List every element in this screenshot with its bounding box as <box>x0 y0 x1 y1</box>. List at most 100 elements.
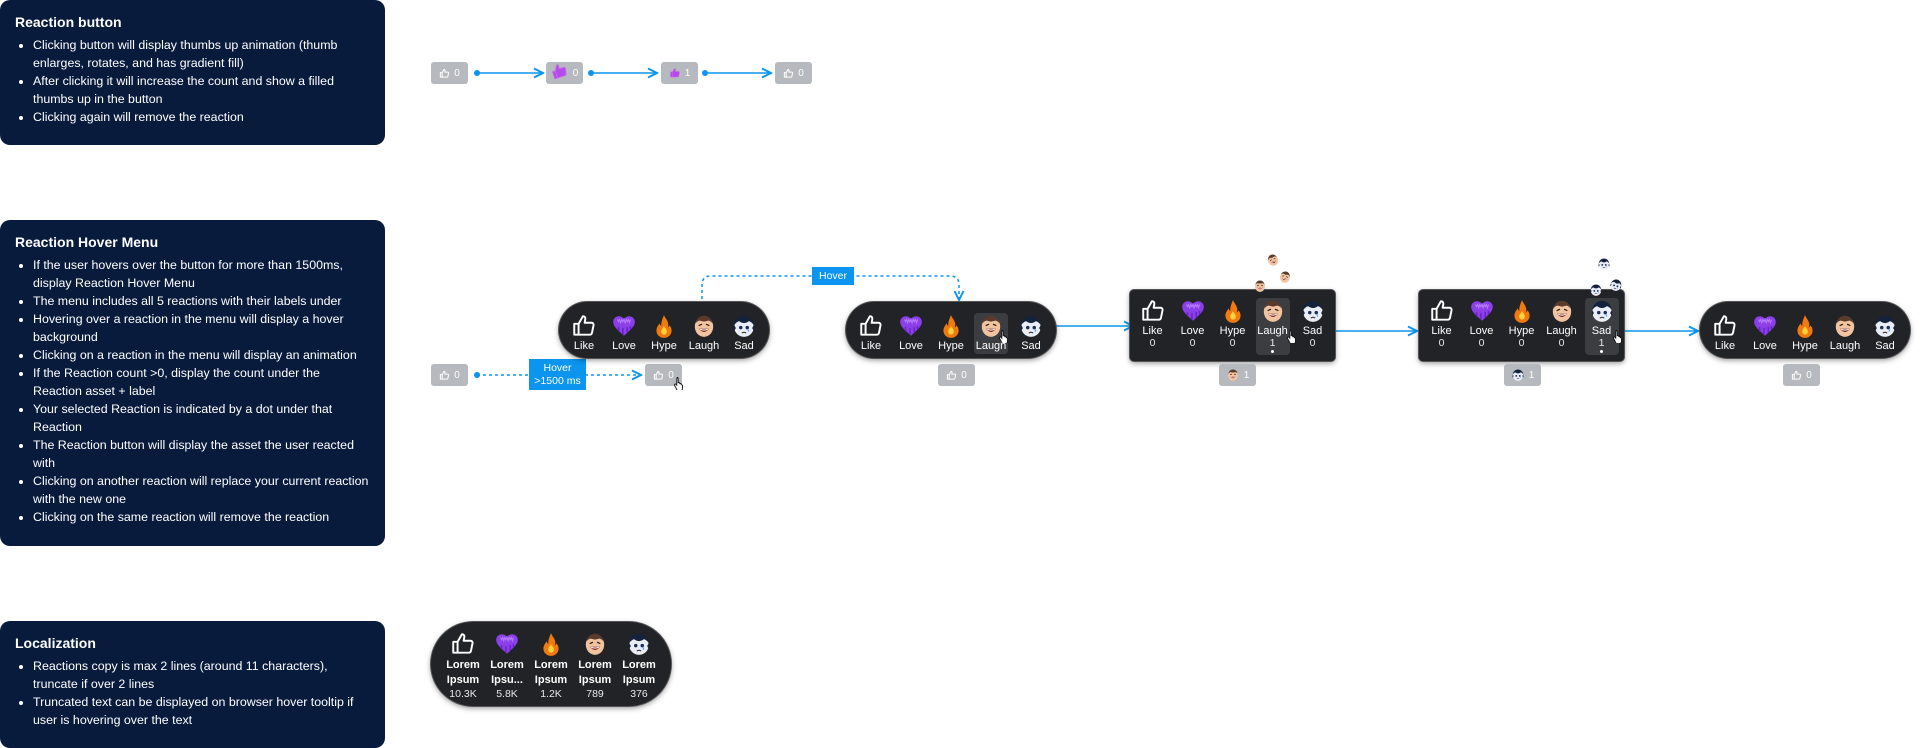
reaction-button[interactable]: 0 <box>938 364 975 386</box>
reaction-label: Laugh <box>1829 340 1861 352</box>
reaction-count: 789 <box>586 688 604 700</box>
reaction-option-love[interactable]: Lorem Ipsu... 5.8K <box>488 631 526 702</box>
reaction-option-hype[interactable]: Hype <box>1788 313 1822 354</box>
thumbs-up-icon <box>1429 298 1455 324</box>
reaction-count: 1 <box>684 67 691 79</box>
reaction-count: 376 <box>630 688 648 700</box>
note-bullet: Hovering over a reaction in the menu wil… <box>33 310 371 346</box>
arrow-menu-2 <box>1326 328 1417 334</box>
reaction-option-like[interactable]: Like <box>854 313 888 354</box>
reaction-label: Love <box>899 340 923 352</box>
sad-face-icon <box>1018 313 1044 339</box>
reaction-button-hovered[interactable]: 0 <box>645 364 682 386</box>
reaction-label: Like <box>1431 325 1452 337</box>
reaction-option-love[interactable]: Love 0 <box>1465 298 1499 351</box>
thumbs-up-icon <box>439 370 450 381</box>
sad-face-icon <box>1597 257 1611 271</box>
note-title: Reaction button <box>15 14 122 30</box>
reaction-label: Hype <box>651 340 677 352</box>
reaction-button[interactable]: 0 <box>775 62 812 84</box>
reaction-option-laugh[interactable]: Laugh 1 <box>1255 298 1290 355</box>
reaction-option-laugh[interactable]: Laugh <box>1828 313 1862 354</box>
reaction-button-animating[interactable]: 0 <box>546 62 583 84</box>
note-bullet: Reactions copy is max 2 lines (around 11… <box>33 657 371 693</box>
heart-icon <box>494 631 520 657</box>
reaction-button[interactable]: 0 <box>1783 364 1820 386</box>
reaction-option-love[interactable]: Love <box>607 313 641 354</box>
reaction-count: 1 <box>1243 369 1250 381</box>
arrow-row1-3 <box>702 70 771 76</box>
reaction-hover-menu: Like Love Hype Laugh Sad <box>559 302 769 358</box>
reaction-option-like[interactable]: Like 0 <box>1136 298 1170 351</box>
reaction-count: 0 <box>1478 337 1485 349</box>
thumbs-up-icon <box>571 313 597 339</box>
heart-icon <box>1469 298 1495 324</box>
reaction-label: Love <box>1180 325 1205 337</box>
thumbs-up-icon <box>946 370 957 381</box>
reaction-count: 0 <box>1189 337 1196 349</box>
reaction-option-like[interactable]: Like <box>1708 313 1742 354</box>
reaction-option-hype[interactable]: Hype <box>647 313 681 354</box>
reaction-count: 0 <box>1309 337 1316 349</box>
reaction-option-sad[interactable]: Sad 1 <box>1584 298 1619 355</box>
reaction-label: Hype <box>1219 325 1246 337</box>
note-title: Localization <box>15 635 96 651</box>
reaction-label: Laugh <box>975 340 1007 352</box>
reaction-option-sad[interactable]: Sad <box>727 313 761 354</box>
reaction-option-love[interactable]: Love 0 <box>1176 298 1210 351</box>
reaction-count: 0 <box>454 369 460 381</box>
reaction-button-laugh[interactable]: 1 <box>1219 364 1256 386</box>
reaction-option-hype[interactable]: Lorem Ipsum 1.2K <box>532 631 570 702</box>
reaction-option-love[interactable]: Love <box>1748 313 1782 354</box>
reaction-button[interactable]: 0 <box>431 62 468 84</box>
reaction-count: 0 <box>1558 337 1565 349</box>
reaction-option-laugh[interactable]: Laugh <box>687 313 721 354</box>
reaction-label: Love <box>612 340 636 352</box>
reaction-button[interactable]: 0 <box>431 364 468 386</box>
heart-icon <box>1752 313 1778 339</box>
reaction-option-like[interactable]: Lorem Ipsum 10.3K <box>444 631 482 702</box>
reaction-count: 0 <box>961 369 967 381</box>
reaction-option-hype[interactable]: Hype 0 <box>1216 298 1250 351</box>
reaction-count: 0 <box>1229 337 1236 349</box>
sad-face-icon <box>731 313 757 339</box>
reaction-menu-localized: Lorem Ipsum 10.3K Lorem Ipsu... 5.8K Lor… <box>431 622 671 706</box>
fire-icon <box>651 313 677 339</box>
arrow-hover-start <box>474 372 641 378</box>
reaction-label: Hype <box>1792 340 1818 352</box>
note-bullet: Truncated text can be displayed on brows… <box>33 693 371 729</box>
reaction-option-laugh[interactable]: Lorem Ipsum 789 <box>576 631 614 702</box>
reaction-label: Like <box>1714 340 1736 352</box>
reaction-button-sad[interactable]: 1 <box>1504 364 1541 386</box>
reaction-option-sad[interactable]: Sad 0 <box>1296 298 1330 351</box>
hand-cursor-icon <box>998 329 1010 343</box>
reaction-option-hype[interactable]: Hype 0 <box>1505 298 1539 351</box>
heart-icon <box>898 313 924 339</box>
reaction-hover-menu-hovered: Like Love Hype Laugh Sad <box>846 302 1056 358</box>
reaction-option-like[interactable]: Like 0 <box>1425 298 1459 351</box>
hand-cursor-icon <box>1286 329 1298 343</box>
fire-icon <box>1220 298 1246 324</box>
note-reaction-button: Reaction button Clicking button will dis… <box>0 0 385 145</box>
thumbs-up-icon <box>1712 313 1738 339</box>
fire-icon <box>538 631 564 657</box>
reaction-count: 0 <box>572 67 579 79</box>
thumbs-up-icon <box>653 370 664 381</box>
reaction-option-sad[interactable]: Lorem Ipsum 376 <box>620 631 658 702</box>
reaction-button-active[interactable]: 1 <box>661 62 698 84</box>
reaction-option-laugh[interactable]: Laugh 0 <box>1545 298 1579 351</box>
reaction-option-hype[interactable]: Hype <box>934 313 968 354</box>
note-bullet: Clicking on the same reaction will remov… <box>33 508 371 526</box>
reaction-label: Laugh <box>1546 325 1577 337</box>
reaction-option-sad[interactable]: Sad <box>1014 313 1048 354</box>
reaction-label: Sad <box>1302 325 1323 337</box>
reaction-option-sad[interactable]: Sad <box>1868 313 1902 354</box>
arrow-row1-2 <box>588 70 657 76</box>
heart-icon <box>1180 298 1206 324</box>
note-bullet: Your selected Reaction is indicated by a… <box>33 400 371 436</box>
reaction-option-love[interactable]: Love <box>894 313 928 354</box>
selected-dot <box>1600 350 1603 353</box>
reaction-count: 1 <box>1598 337 1605 349</box>
reaction-option-like[interactable]: Like <box>567 313 601 354</box>
thumbs-up-icon <box>1140 298 1166 324</box>
